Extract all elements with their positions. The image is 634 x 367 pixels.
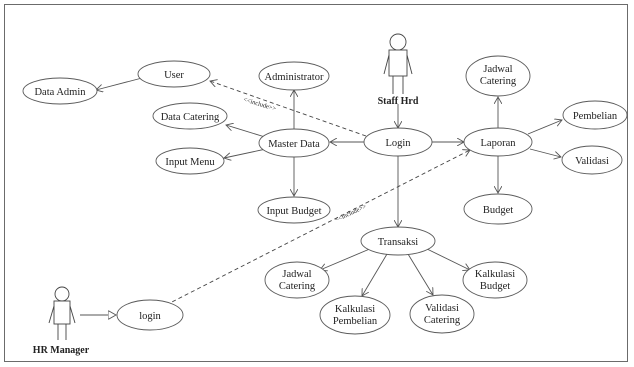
usecase-data-admin: Data Admin <box>22 77 98 105</box>
usecase-transaksi: Transaksi <box>360 226 436 256</box>
usecase-login-manager-label: login <box>139 311 161 322</box>
usecase-budget: Budget <box>463 193 533 225</box>
usecase-data-admin-label: Data Admin <box>34 87 86 98</box>
edge-transaksi-kalkulasi-budget <box>424 247 470 270</box>
actor-hr-manager-label: HR Manager <box>33 345 90 356</box>
usecase-laporan: Laporan <box>463 127 533 157</box>
usecase-pembelian: Pembelian <box>562 100 628 130</box>
usecase-kalkulasi-pembelian-line2: Pembelian <box>333 316 378 327</box>
edge-master-input-menu <box>224 148 267 158</box>
edge-master-data-catering <box>226 125 266 138</box>
edge-transaksi-validasi-catering <box>407 253 433 295</box>
usecase-jadwal-catering-top-line1: Jadwal <box>483 64 512 75</box>
usecase-user: User <box>137 60 211 88</box>
actor-staff-hrd: Staff Hrd <box>378 33 419 107</box>
usecase-master-data: Master Data <box>258 128 330 158</box>
usecase-user-label: User <box>164 70 184 81</box>
usecase-jadwal-catering-bottom-line1: Jadwal <box>282 269 311 280</box>
usecase-data-catering-label: Data Catering <box>161 112 220 123</box>
edge-laporan-pembelian <box>527 120 562 135</box>
usecase-jadwal-catering-bottom: Jadwal Catering <box>264 261 330 299</box>
usecase-kalkulasi-pembelian: Kalkulasi Pembelian <box>319 295 391 335</box>
usecase-data-catering: Data Catering <box>152 102 228 130</box>
usecase-administrator: Administrator <box>258 61 330 91</box>
edge-laporan-validasi <box>529 148 561 157</box>
usecase-input-budget: Input Budget <box>257 196 331 224</box>
edge-transaksi-kalkulasi-pembelian <box>362 253 388 296</box>
usecase-validasi: Validasi <box>561 145 623 175</box>
usecase-input-menu: Input Menu <box>155 147 225 175</box>
usecase-pembelian-label: Pembelian <box>573 111 618 122</box>
usecase-validasi-label: Validasi <box>575 156 609 167</box>
usecase-master-data-label: Master Data <box>268 139 320 150</box>
actor-staff-hrd-label: Staff Hrd <box>378 96 419 107</box>
usecase-jadwal-catering-top-line2: Catering <box>480 76 517 87</box>
usecase-administrator-label: Administrator <box>265 72 324 83</box>
usecase-input-menu-label: Input Menu <box>165 157 215 168</box>
usecase-validasi-catering-line2: Catering <box>424 315 461 326</box>
usecase-kalkulasi-pembelian-line1: Kalkulasi <box>335 304 375 315</box>
usecase-validasi-catering: Validasi Catering <box>409 294 475 334</box>
usecase-jadwal-catering-top: Jadwal Catering <box>465 55 531 97</box>
actor-hr-manager: HR Manager <box>33 286 90 356</box>
usecase-transaksi-label: Transaksi <box>378 237 419 248</box>
usecase-input-budget-label: Input Budget <box>266 206 321 217</box>
usecase-jadwal-catering-bottom-line2: Catering <box>279 281 316 292</box>
usecase-login-label: Login <box>385 138 411 149</box>
include-edge-login-laporan <box>165 150 470 306</box>
usecase-kalkulasi-budget: Kalkulasi Budget <box>462 261 528 299</box>
usecase-budget-label: Budget <box>483 205 513 216</box>
include-label-2: <<include>> <box>334 203 368 224</box>
edge-user-data-admin <box>96 77 143 90</box>
usecase-validasi-catering-line1: Validasi <box>425 303 459 314</box>
edge-transaksi-jadwal <box>320 247 373 270</box>
usecase-kalkulasi-budget-line1: Kalkulasi <box>475 269 515 280</box>
usecase-laporan-label: Laporan <box>481 138 517 149</box>
diagram-frame <box>4 4 628 362</box>
usecase-kalkulasi-budget-line2: Budget <box>480 281 510 292</box>
usecase-login-manager: login <box>116 299 184 331</box>
usecase-login: Login <box>363 127 433 157</box>
